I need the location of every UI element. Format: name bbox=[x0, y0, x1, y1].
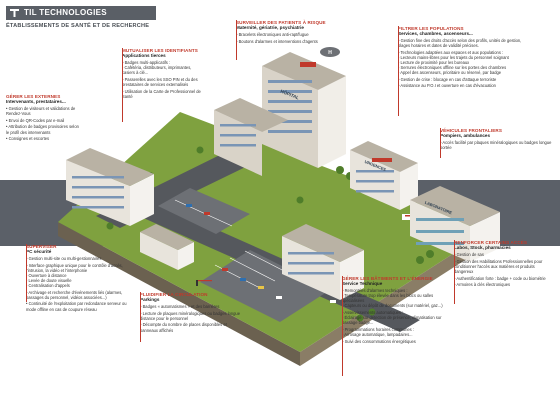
callout-subtitle: Pompiers, ambulances bbox=[440, 133, 491, 139]
leader-line bbox=[122, 48, 123, 122]
callout-item: • Badges « automatismes » et des barrièr… bbox=[140, 304, 220, 310]
callout-title: FLUIDIFIER LA CIRCULATION bbox=[140, 292, 208, 297]
callout-subtitle: Applications tierces bbox=[122, 53, 166, 59]
parking-lot-2 bbox=[158, 188, 250, 234]
callout-title: FILTRER LES POPULATIONS bbox=[398, 26, 464, 31]
callout-energie: GÉRER LES BÂTIMENTS ET L'ÉNERGIE Service… bbox=[342, 276, 452, 344]
callout-subitem: - Température trop élevée dans les blocs… bbox=[342, 293, 434, 304]
callout-item: • Accès facilité par plaques minéralogiq… bbox=[440, 140, 552, 151]
technical-building bbox=[282, 224, 364, 300]
callout-subitem: - Éclairage sur détection de présence, c… bbox=[342, 315, 442, 326]
laboratory-building bbox=[410, 186, 500, 262]
callout-item: • Gestion de visiteurs et validations de… bbox=[6, 106, 76, 117]
callout-subtitle: PC sécurité bbox=[26, 249, 52, 255]
residence-building bbox=[66, 148, 154, 226]
callout-item: • Badges multi-applicatifs : bbox=[122, 60, 171, 66]
callout-title: MUTUALISER LES IDENTIFIANTS bbox=[122, 48, 198, 53]
callout-item: • Authentification forte : badge + code … bbox=[454, 275, 546, 281]
callout-item: • Interface graphique unique pour le con… bbox=[26, 262, 123, 273]
callout-subitem: - Levée de doute visuelle bbox=[26, 278, 72, 284]
callout-item: • Envoi de QR-Codes par e-mail bbox=[6, 117, 65, 123]
hospital-wing bbox=[214, 98, 288, 176]
callout-item: • Gestion de sas bbox=[454, 252, 484, 258]
callout-item: • Lecture de plaques minéralogiques ou b… bbox=[140, 310, 240, 321]
leader-line bbox=[398, 26, 399, 116]
leader-line bbox=[342, 276, 343, 376]
callout-subtitle: Service Technique bbox=[342, 281, 383, 287]
brand-name: TIL TECHNOLOGIES bbox=[24, 8, 107, 17]
callout-item: • Archivage et recherche d'événements li… bbox=[26, 289, 123, 300]
cars bbox=[186, 204, 336, 303]
security-post-building bbox=[140, 224, 194, 270]
callout-item: • Boutons d'alarmes et interventions d'a… bbox=[236, 38, 318, 44]
callout-item: • Utilisation de la Carte de Professionn… bbox=[122, 88, 201, 99]
callout-title: SUPERVISER bbox=[26, 244, 57, 249]
callout-subitem: - Cafétéria, distributeurs, imprimantes,… bbox=[122, 65, 192, 76]
callout-item: • Gestion fine des droits d'accès selon … bbox=[398, 38, 522, 49]
callout-item: • Consignes et escortes bbox=[6, 136, 50, 142]
callout-item: • Gestion multi-site ou multi-gestionnai… bbox=[26, 256, 102, 262]
callout-title: VÉHICULES FRONTALIERS bbox=[440, 128, 502, 133]
svg-text:H: H bbox=[328, 50, 332, 56]
callout-item: • Remontées d'alarmes techniques : bbox=[342, 288, 408, 294]
brand-logo-icon bbox=[10, 9, 19, 17]
brand-bar: TIL TECHNOLOGIES bbox=[6, 6, 156, 20]
leader-line bbox=[140, 292, 141, 342]
callout-item: • Attribution de badges provisoires selo… bbox=[6, 124, 79, 135]
callout-frontieres: VÉHICULES FRONTALIERS Pompiers, ambulanc… bbox=[440, 128, 552, 150]
ambulance bbox=[402, 214, 414, 220]
callout-item: • Assistance au P.O.I et ouverture en ca… bbox=[398, 83, 496, 89]
callout-populations: FILTRER LES POPULATIONS Services, chambr… bbox=[398, 26, 524, 89]
callout-subtitle: Parkings bbox=[140, 297, 160, 303]
callout-title: SURVEILLER DES PATIENTS À RISQUE bbox=[236, 20, 326, 25]
callout-item: • Suivi des consommations énergétiques bbox=[342, 338, 416, 344]
callout-title: GÉRER LES EXTERNES bbox=[6, 94, 61, 99]
callout-item: • Gestion de crise : blocage en cas d'at… bbox=[398, 76, 497, 82]
callout-subtitle: Services, chambres, ascenseurs... bbox=[398, 31, 473, 37]
callout-item: • Asservissements automatiques : bbox=[342, 310, 404, 316]
callout-subtitle: Maternité, gériatrie, psychiatrie bbox=[236, 25, 304, 31]
callout-circulation: FLUIDIFIER LA CIRCULATION Parkings • Bad… bbox=[140, 292, 240, 333]
header: TIL TECHNOLOGIES ÉTABLISSEMENTS DE SANTÉ… bbox=[6, 6, 156, 36]
leader-line bbox=[26, 244, 27, 302]
callout-subitem: - Centralisation d'appels bbox=[26, 283, 70, 289]
callout-subtitle: Intervenants, prestataires... bbox=[6, 99, 66, 105]
callout-item: • Gestion des Habilitations Professionne… bbox=[454, 258, 543, 274]
callout-item: • Décompte du nombre de places disponibl… bbox=[140, 322, 227, 333]
page-subtitle: ÉTABLISSEMENTS DE SANTÉ ET DE RECHERCHE bbox=[6, 23, 150, 29]
callout-acces: RENFORCER CERTAINS ACCÈS Labos, Stock, p… bbox=[454, 240, 554, 287]
leader-line bbox=[440, 128, 441, 158]
callout-title: GÉRER LES BÂTIMENTS ET L'ÉNERGIE bbox=[342, 276, 433, 281]
callout-subitem: - Appel des ascenseurs, prioritaire ou r… bbox=[398, 70, 502, 76]
callout-subitem: - Arrosage automatique, lampadaires... bbox=[342, 331, 413, 337]
callout-patients: SURVEILLER DES PATIENTS À RISQUE Materni… bbox=[236, 20, 354, 44]
campus-ground-side-right bbox=[300, 230, 490, 366]
hospital-tower bbox=[262, 52, 346, 168]
callout-item: • Continuité de l'exploitation par redon… bbox=[26, 301, 127, 312]
callout-identifiants: MUTUALISER LES IDENTIFIANTS Applications… bbox=[122, 48, 204, 99]
callout-item: • Bracelets électroniques anti-rapt/fugu… bbox=[236, 32, 309, 38]
leader-line bbox=[454, 240, 455, 304]
callout-subitem: - Serrures électroniques offline sur les… bbox=[398, 65, 507, 71]
parking-lot bbox=[200, 250, 330, 322]
parking-barrier bbox=[196, 280, 212, 286]
callout-item: • Programmations horaires communes : bbox=[342, 326, 414, 332]
callout-subitem: - Capteurs ou dépôt de documents (sur ma… bbox=[342, 303, 443, 309]
callout-item: • Technologies adaptées aux espaces et a… bbox=[398, 49, 504, 55]
helipad: H bbox=[320, 47, 340, 57]
callout-item: • Armoires à clés électroniques bbox=[454, 282, 511, 288]
callout-subitem: - Lecteurs mains-libres pour les trajets… bbox=[398, 54, 509, 60]
campus-ground bbox=[58, 112, 490, 352]
callout-externes: GÉRER LES EXTERNES Intervenants, prestat… bbox=[6, 94, 82, 141]
callout-subtitle: Labos, Stock, pharmacies bbox=[454, 245, 511, 251]
campus-ground-side bbox=[58, 222, 300, 366]
callout-superviser: SUPERVISER PC sécurité • Gestion multi-s… bbox=[26, 244, 132, 312]
leader-line bbox=[236, 20, 237, 60]
callout-item: • Passerelles avec les SSO PIN et du des… bbox=[122, 76, 198, 88]
callout-subitem: - Lecture de proximité pour les bureaux bbox=[398, 60, 470, 66]
callout-subitem: - Ouverture à distance bbox=[26, 272, 67, 278]
callout-title: RENFORCER CERTAINS ACCÈS bbox=[454, 240, 528, 245]
urgences-building bbox=[350, 141, 418, 210]
